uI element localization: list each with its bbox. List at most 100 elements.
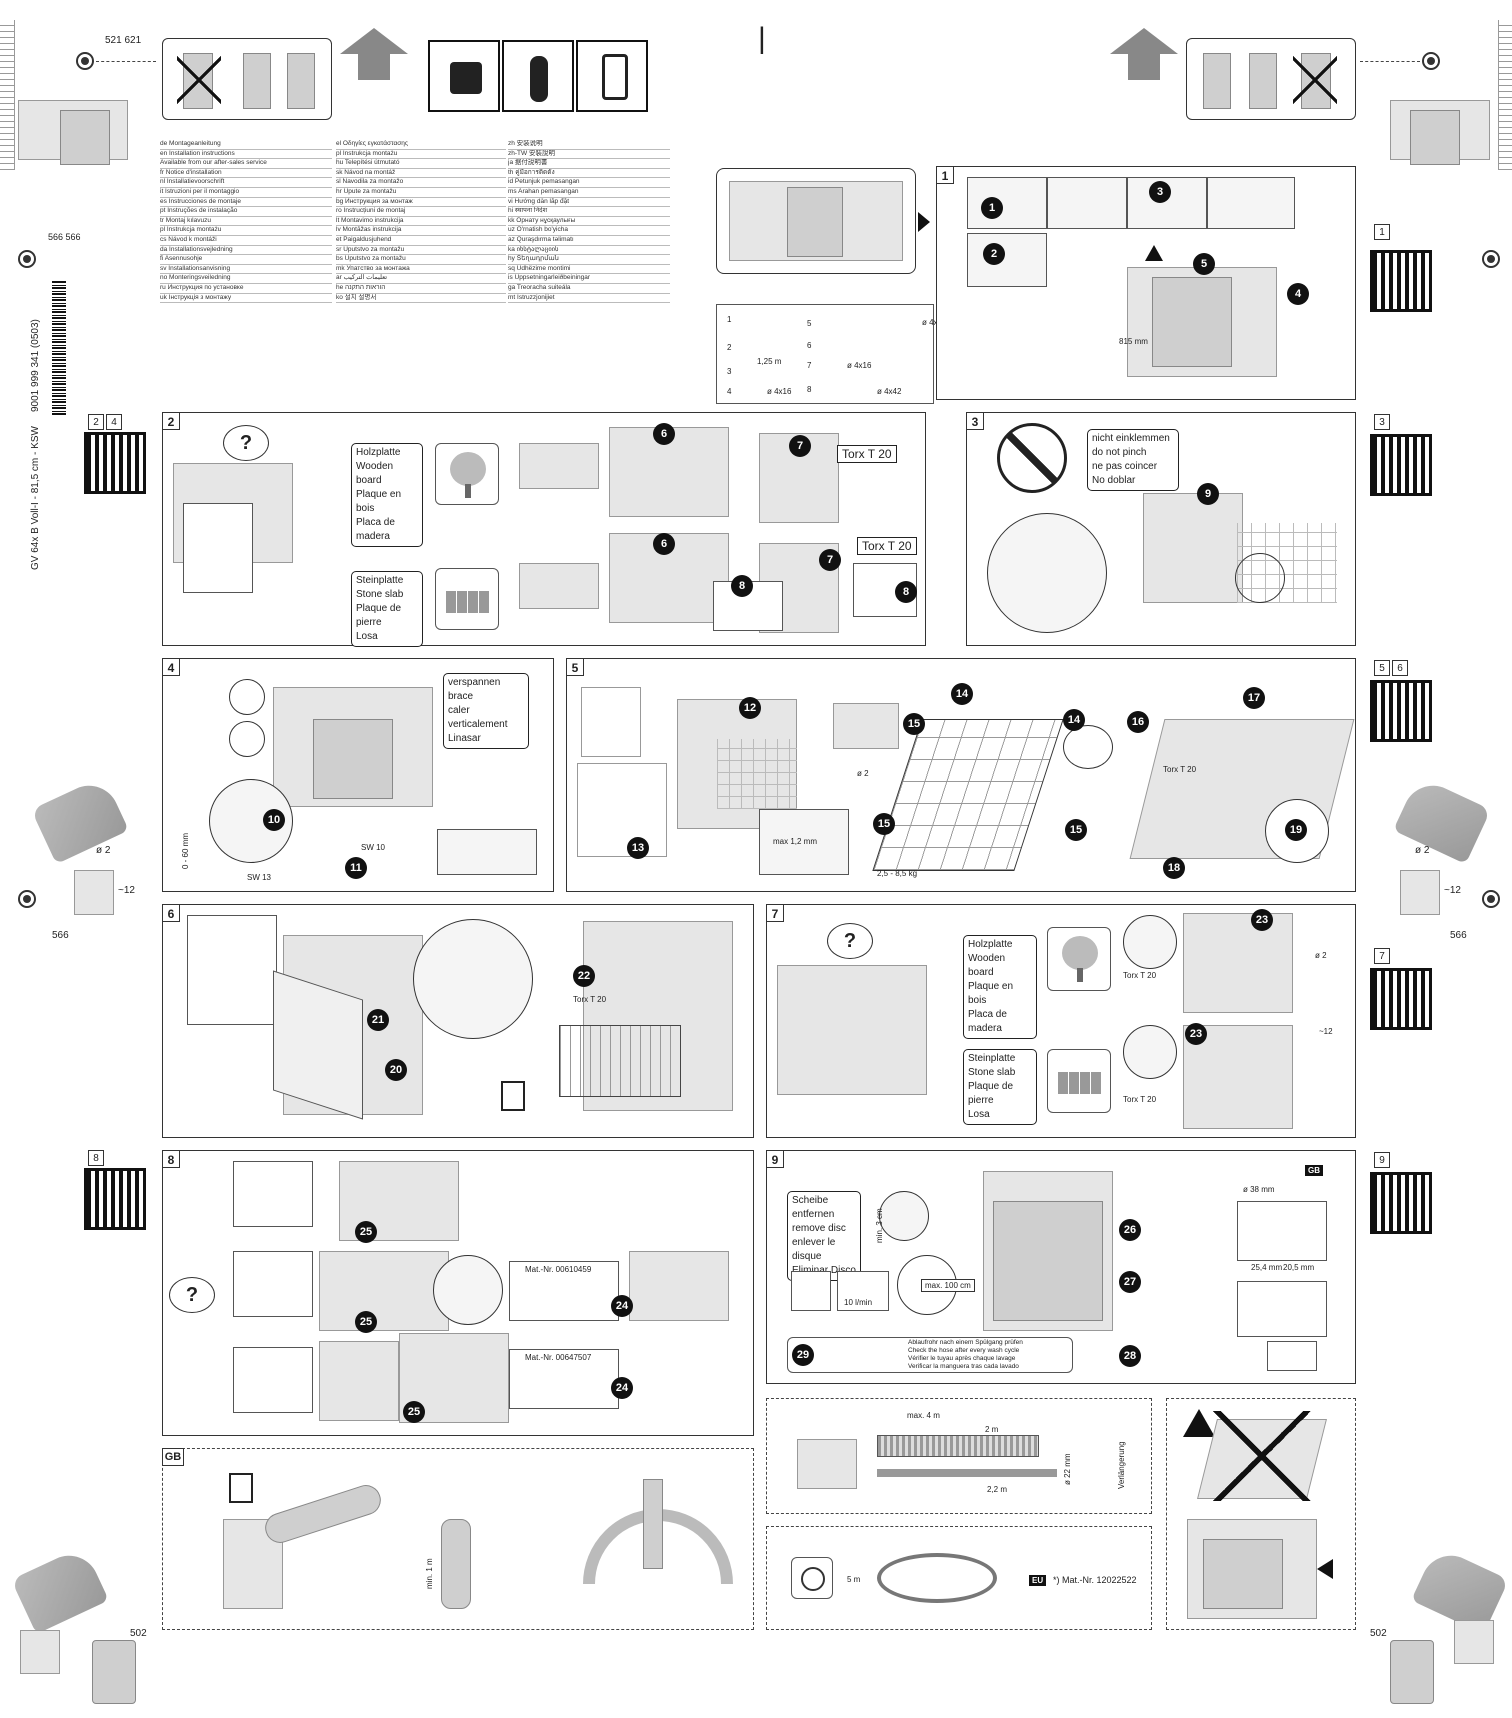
ruler-top-left [0, 20, 15, 170]
leveling-diagram [437, 829, 537, 875]
qr-label: 5 [1374, 660, 1390, 676]
callout: 15 [903, 713, 925, 735]
callout: 7 [789, 435, 811, 457]
hinge-bracket [1390, 1640, 1434, 1704]
range-label: 0 - 60 mm [181, 832, 190, 869]
drill-diameter: ø 2 [96, 845, 111, 856]
wrench-label: SW 13 [247, 873, 272, 882]
drill-label: ø 2 [857, 769, 869, 778]
cable-length: 5 m [847, 1575, 861, 1584]
arrow-up-icon [1110, 28, 1178, 54]
model-text: GV 64x B Voll-I - 81,5 cm - KSW [30, 426, 41, 570]
dim-566-bottom: 566 [52, 930, 69, 941]
callout: 25 [403, 1401, 425, 1423]
diameter-label: ø 38 mm [1243, 1185, 1275, 1194]
callout: 11 [345, 857, 367, 879]
screw-label: ø 4x15 [922, 318, 947, 327]
callout: 15 [1065, 819, 1087, 841]
power-connection-panel: 5 m EU *) Mat.-Nr. 12022522 [766, 1526, 1152, 1630]
tree-icon [435, 443, 499, 505]
screw-icon [229, 721, 265, 757]
step-number: 5 [566, 658, 584, 676]
drill-icon [31, 775, 129, 865]
question-icon: ? [169, 1277, 215, 1313]
wrench-label: SW 10 [361, 843, 386, 852]
qr-code-icon[interactable] [84, 432, 146, 494]
dim-566-top: 566 566 [48, 232, 81, 242]
drill-icon [1393, 775, 1491, 865]
depth-label: ~12 [1319, 1027, 1333, 1036]
panel-side-options-right [1186, 38, 1356, 120]
registration-mark-icon [18, 890, 36, 908]
min-height-label: min. 3 cm [875, 1208, 884, 1243]
step-number: 2 [162, 412, 180, 430]
callout: 9 [1197, 483, 1219, 505]
dim-566-right: 566 [1450, 930, 1467, 941]
qr-code-icon[interactable] [84, 1168, 146, 1230]
callout: 2 [983, 243, 1005, 265]
cabinet-side [60, 110, 110, 165]
qr-code-icon[interactable] [1370, 250, 1432, 312]
trash-icon [501, 1081, 525, 1111]
dimension-label: 20,5 mm [1283, 1263, 1315, 1272]
callout: 22 [573, 965, 595, 987]
qr-code-icon[interactable] [1370, 434, 1432, 496]
drill-diameter: ø 2 [1415, 845, 1430, 856]
callout: 20 [385, 1059, 407, 1081]
socket-icon [791, 1557, 833, 1599]
material-number: *) Mat.-Nr. 12022522 [1053, 1575, 1137, 1585]
max-height-label: max. 100 cm [921, 1279, 975, 1292]
torx-label: Torx T 20 [1123, 971, 1157, 980]
callout: 19 [1285, 819, 1307, 841]
cross-icon [177, 49, 221, 111]
water-connection-panel: max. 4 m 2 m 2,2 m ø 22 mm Verlängerung [766, 1398, 1152, 1514]
callout: 15 [873, 813, 895, 835]
qr-code-icon[interactable] [1370, 968, 1432, 1030]
no-bend-icon [791, 1271, 831, 1311]
qr-code-icon[interactable] [1370, 680, 1432, 742]
weight-label: 2,5 - 8,5 kg [877, 869, 918, 878]
brick-icon [435, 568, 499, 630]
no-pinch-icon [997, 423, 1067, 493]
dim-line [96, 61, 156, 62]
qr-label: 3 [1374, 414, 1390, 430]
callout: 18 [1163, 857, 1185, 879]
warning-icon [1145, 245, 1163, 261]
qr-code-icon[interactable] [1370, 1172, 1432, 1234]
gb-panel: GB min. 1 m [162, 1448, 754, 1630]
barcode-icon [52, 280, 66, 415]
callout: 6 [653, 533, 675, 555]
dim-502-right: 502 [1370, 1628, 1387, 1639]
hinge-bracket [92, 1640, 136, 1704]
registration-mark-icon [18, 250, 36, 268]
callout: 25 [355, 1221, 377, 1243]
dim-line [1360, 61, 1420, 62]
callout: 1 [981, 197, 1003, 219]
callout: 16 [1127, 711, 1149, 733]
flow-rate-icon: 10 l/min [837, 1271, 889, 1311]
registration-mark-icon [76, 52, 94, 70]
torx-label: Torx T 20 [857, 537, 917, 555]
callout: 14 [1063, 709, 1085, 731]
diameter-label: ø 22 mm [1063, 1453, 1072, 1485]
drill-hole [74, 870, 114, 915]
qr-label: 2 [88, 414, 104, 430]
qr-label: 4 [106, 414, 122, 430]
arrow-up-stem [358, 54, 390, 80]
cross-icon [1293, 49, 1337, 111]
kitchen-overview [716, 168, 916, 274]
drill-hole [1400, 870, 1440, 915]
cross-icon [1207, 1411, 1317, 1501]
arrow-left-icon [1317, 1559, 1333, 1579]
step-8-panel: 8 ? 25 25 24 25 24 Mat.-Nr. 00610459 Mat… [162, 1150, 754, 1436]
torx-label: Torx T 20 [573, 995, 607, 1004]
step-number: 1 [936, 166, 954, 184]
tools-icon [502, 40, 574, 112]
drill-label: ø 2 [1315, 951, 1327, 960]
callout: 14 [951, 683, 973, 705]
torx-label: Torx T 20 [837, 445, 897, 463]
